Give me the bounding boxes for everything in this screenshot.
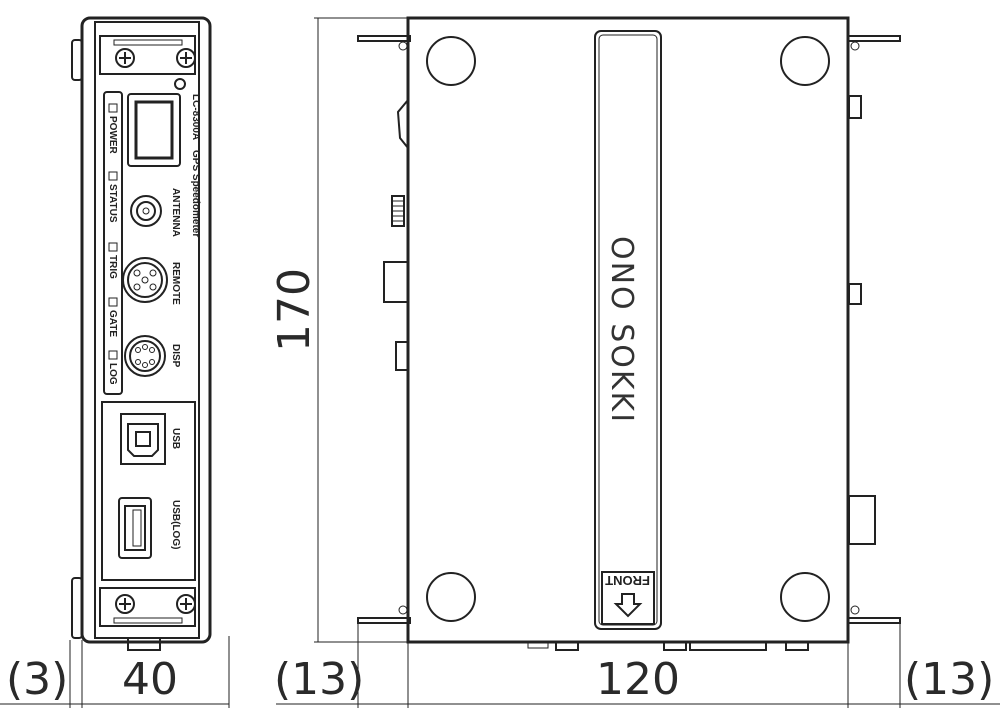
dim-height: 170 — [269, 268, 320, 352]
indicator-power-label: POWER — [107, 116, 118, 155]
usb-label: USB — [170, 428, 181, 449]
product-label: GPS Speedometer — [190, 150, 201, 237]
handle-strip — [594, 30, 662, 630]
front-panel-body — [80, 16, 212, 644]
right-stub-top — [848, 95, 862, 119]
right-ear-bottom — [847, 617, 901, 624]
left-knob — [396, 99, 409, 149]
usb-b-port[interactable] — [120, 413, 166, 465]
top-view: ONO SOKKI FRONT — [357, 16, 901, 651]
disp-connector[interactable] — [124, 335, 166, 377]
front-label-box — [601, 571, 655, 625]
dim-top-left-offset: (13) — [274, 654, 364, 705]
foot-top-left — [426, 36, 476, 86]
top-view-body — [406, 16, 850, 644]
indicator-trig-label: TRIG — [107, 255, 118, 279]
right-connector-block — [848, 495, 876, 545]
indicator-status-label: STATUS — [107, 184, 118, 223]
right-ear-top — [847, 35, 901, 42]
bottom-connector — [127, 637, 161, 651]
model-label: LC-8300A — [190, 94, 201, 140]
brand-logo: ONO SOKKI — [604, 236, 639, 424]
antenna-connector[interactable] — [130, 195, 162, 227]
dim-top-right-offset: (13) — [904, 654, 994, 705]
foot-bottom-left — [426, 572, 476, 622]
top-rail-slot — [113, 39, 183, 46]
front-panel-view: POWER STATUS TRIG GATE LOG LC-8300A GPS … — [71, 16, 212, 651]
left-ear-bottom — [357, 617, 411, 624]
left-ear-top — [357, 35, 411, 42]
front-label: FRONT — [605, 573, 650, 588]
usb-a-port[interactable] — [118, 497, 152, 559]
top-right-screw — [176, 48, 196, 68]
dimension-lines — [0, 17, 1000, 708]
right-stub-mid — [848, 283, 862, 305]
dim-front-width: 40 — [122, 654, 178, 705]
bottom-left-screw — [115, 594, 135, 614]
foot-top-right — [780, 36, 830, 86]
left-connector-block — [383, 261, 409, 303]
dim-top-width: 120 — [596, 654, 680, 705]
indicator-log-label: LOG — [107, 363, 118, 385]
front-arrow-icon — [613, 593, 643, 618]
foot-bottom-right — [780, 572, 830, 622]
remote-connector[interactable] — [122, 257, 168, 303]
antenna-label: ANTENNA — [170, 188, 181, 237]
top-left-screw — [115, 48, 135, 68]
indicator-group — [103, 91, 123, 395]
disp-label: DISP — [170, 344, 181, 368]
pilot-lamp — [174, 78, 186, 90]
power-switch[interactable] — [127, 93, 181, 167]
dim-front-offset: (3) — [6, 654, 68, 705]
left-small-block — [395, 341, 409, 371]
bottom-right-screw — [176, 594, 196, 614]
bottom-rail-slot — [113, 617, 183, 624]
indicator-gate-label: GATE — [107, 310, 118, 337]
usb-section — [101, 401, 196, 581]
power-switch-rocker[interactable] — [134, 100, 174, 160]
remote-label: REMOTE — [170, 262, 181, 305]
usb-log-label: USB(LOG) — [170, 500, 181, 549]
